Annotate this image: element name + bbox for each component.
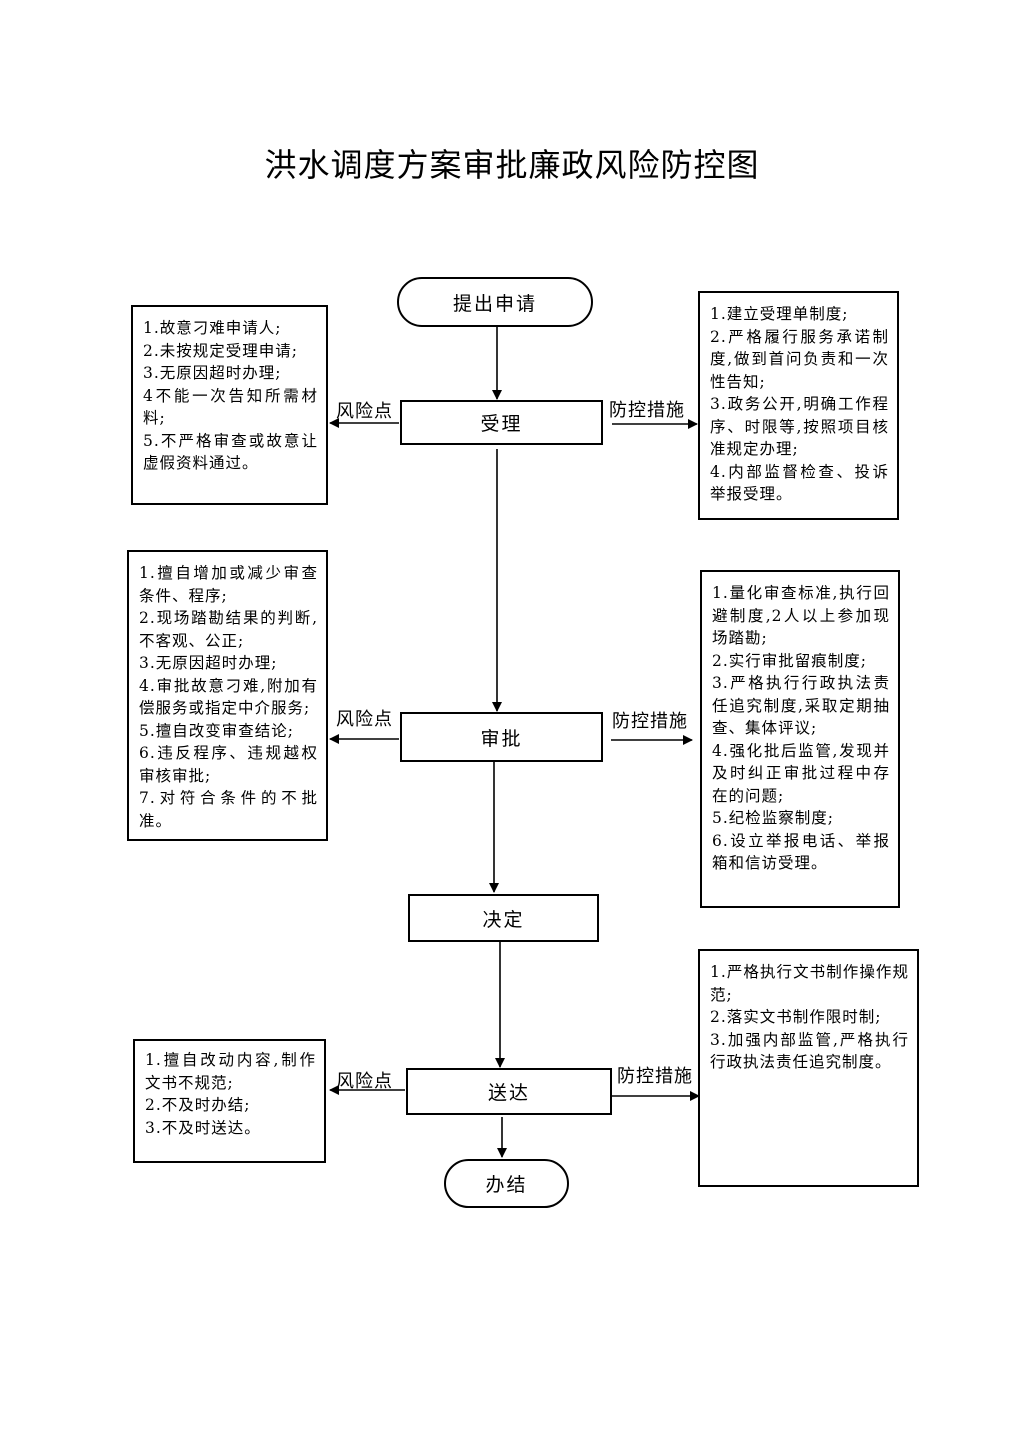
list-item: 2.落实文书制作限时制; (710, 1008, 882, 1026)
list-item: 2.未按规定受理申请; (143, 341, 299, 360)
list-item: 5.纪检监察制度; (712, 809, 835, 827)
list-item: 7.对符合条件的不批准。 (139, 789, 318, 830)
list-item: 2.不及时办结; (145, 1096, 251, 1114)
approve-risk-box: 1.擅自增加或减少审查条件、程序;2.现场踏勘结果的判断,不客观、公正; 3.无原… (127, 550, 328, 841)
list-item: 5.不严格审查或故意让虚假资料通过。 (143, 431, 318, 473)
list-item: 4.强化批后监管,发现并及时纠正审批过程中存在的问题; (712, 741, 890, 805)
end-node: 办结 (444, 1159, 569, 1208)
list-item: 1.建立受理单制度; (710, 305, 849, 323)
accept-measure-box: 1.建立受理单制度; 2.严格履行服务承诺制度,做到首问负责和一次性告知;3.政务… (698, 291, 899, 520)
list-item: 6.违反程序、违规越权审核审批; (139, 744, 318, 785)
list-item: 3.严格执行行政执法责任追究制度,采取定期抽查、集体评议; (712, 674, 890, 737)
list-item: 2.现场踏勘结果的判断,不客观、公正; (139, 609, 318, 650)
list-item: 2.严格履行服务承诺制度,做到首问负责和一次性告知; (710, 327, 889, 391)
list-item: 6.设立举报电话、举报箱和信访受理。 (712, 831, 890, 873)
list-item: 3.无原因超时办理; (139, 654, 278, 672)
list-item: 1.量化审查标准,执行回避制度,2人以上参加现场踏勘; (712, 584, 890, 647)
deliver-node: 送达 (406, 1068, 612, 1115)
list-item: 4.审批故意刁难,附加有偿服务或指定中介服务; (139, 676, 318, 718)
accept-risk-box: 1.故意刁难申请人; 2.未按规定受理申请; 3.无原因超时办理; 4不能一次告知所需… (131, 305, 328, 505)
accept-node: 受理 (400, 400, 603, 445)
approve-measure-box: 1.量化审查标准,执行回避制度,2人以上参加现场踏勘; 2.实行审批留痕制度; 3.… (700, 570, 900, 908)
approve-risk-label: 风险点 (336, 709, 393, 730)
accept-risk-label: 风险点 (336, 401, 393, 422)
list-item: 5.擅自改变审查结论; (139, 721, 295, 740)
list-item: 3.无原因超时办理; (143, 364, 282, 382)
decide-node: 决定 (408, 894, 599, 942)
list-item: 1.擅自改动内容,制作文书不规范; (145, 1051, 316, 1092)
deliver-measure-label: 防控措施 (617, 1066, 693, 1087)
deliver-risk-box: 1.擅自改动内容,制作文书不规范; 2.不及时办结; 3.不及时送达。 (133, 1039, 326, 1163)
start-node: 提出申请 (397, 277, 593, 327)
list-item: 2.实行审批留痕制度; (712, 651, 868, 670)
approve-node: 审批 (400, 712, 603, 762)
list-item: 1.擅自增加或减少审查条件、程序; (139, 564, 318, 605)
list-item: 3.政务公开,明确工作程序、时限等,按照项目核准规定办理; (710, 395, 889, 458)
approve-measure-label: 防控措施 (612, 711, 688, 732)
list-item: 3.加强内部监管,严格执行行政执法责任追究制度。 (710, 1030, 909, 1072)
deliver-risk-label: 风险点 (336, 1071, 393, 1092)
list-item: 4.内部监督检查、投诉举报受理。 (710, 462, 889, 504)
accept-measure-label: 防控措施 (609, 400, 685, 421)
list-item: 1.严格执行文书制作操作规范; (710, 963, 909, 1004)
list-item: 4不能一次告知所需材料; (143, 386, 318, 428)
list-item: 3.不及时送达。 (145, 1118, 261, 1137)
page-title: 洪水调度方案审批廉政风险防控图 (264, 146, 760, 184)
list-item: 1.故意刁难申请人; (143, 319, 282, 337)
deliver-measure-box: 1.严格执行文书制作操作规范; 2.落实文书制作限时制; 3.加强内部监管,严格执行… (698, 949, 919, 1187)
